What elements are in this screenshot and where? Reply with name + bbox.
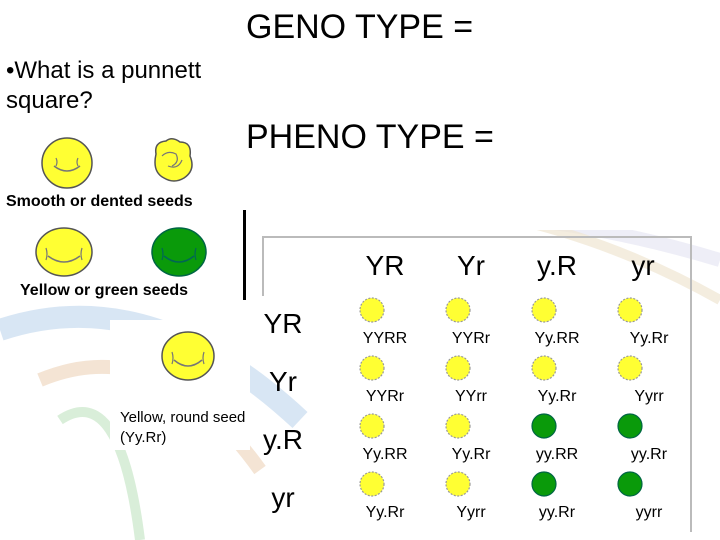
genotype-cell: Yy.Rr xyxy=(537,388,577,405)
genotype-cell: YYRR xyxy=(362,330,408,347)
green-seed-icon xyxy=(617,413,643,439)
genotype-cell: Yy.Rr xyxy=(365,504,405,521)
yellow-seed-icon xyxy=(359,471,385,497)
upper-left-panel xyxy=(0,40,240,210)
smooth-dented-caption: Smooth or dented seeds xyxy=(6,193,193,210)
genotype-cell: Yyrr xyxy=(634,388,664,405)
dented-seed-icon xyxy=(154,138,193,182)
genotype-cell: Yyrr xyxy=(456,504,486,521)
grid-top-border xyxy=(262,236,692,238)
yellow-seed-icon xyxy=(359,355,385,381)
yellow-seed-icon xyxy=(617,355,643,381)
genotype-cell: yy.Rr xyxy=(630,446,668,463)
smooth-seed-icon xyxy=(41,137,93,189)
phenotype-heading: PHENO TYPE = xyxy=(246,118,494,156)
genotype-cell: YYRr xyxy=(451,330,491,347)
yellow-green-caption: Yellow or green seeds xyxy=(20,282,189,299)
genotype-heading: GENO TYPE = xyxy=(246,8,474,46)
column-header: Yr xyxy=(457,250,485,281)
genotype-cell: yy.RR xyxy=(535,446,579,463)
row-header: Yr xyxy=(269,366,297,397)
yellow-seed-icon xyxy=(445,355,471,381)
grid-right-border xyxy=(690,236,692,532)
genotype-cell: Yy.RR xyxy=(534,330,580,347)
yellow-seed-icon xyxy=(359,297,385,323)
genotype-cell: yyrr xyxy=(635,504,663,521)
yellow-seed-icon xyxy=(359,413,385,439)
grid-left-border xyxy=(262,236,264,296)
column-header: YR xyxy=(365,250,405,281)
green-seed-icon xyxy=(531,413,557,439)
green-seed-icon xyxy=(151,227,207,277)
yellow-seed-icon xyxy=(445,413,471,439)
yellow-round-caption: Yellow, round seed (Yy.Rr) xyxy=(120,409,246,446)
question-text: •What is a punnett square? xyxy=(6,57,202,114)
yellow-seed-icon xyxy=(531,297,557,323)
genotype-cell: YYRr xyxy=(365,388,405,405)
green-seed-icon xyxy=(617,471,643,497)
green-seed-icon xyxy=(531,471,557,497)
divider-line xyxy=(243,210,246,300)
genotype-cell: Yy.RR xyxy=(362,446,408,463)
row-header: yr xyxy=(271,482,295,513)
column-header: y.R xyxy=(537,250,577,281)
column-header: yr xyxy=(631,250,655,281)
row-header: y.R xyxy=(263,424,303,455)
genotype-cell: Yy.Rr xyxy=(629,330,669,347)
title-panel xyxy=(240,0,720,230)
yellow-seed-icon xyxy=(531,355,557,381)
yellow-round-seed-icon xyxy=(161,331,215,381)
genotype-cell: YYrr xyxy=(455,388,487,405)
yellow-seed-icon xyxy=(445,297,471,323)
yellow-seed-icon xyxy=(617,297,643,323)
genotype-cell: yy.Rr xyxy=(538,504,576,521)
yellow-seed-icon xyxy=(445,471,471,497)
genotype-cell: Yy.Rr xyxy=(451,446,491,463)
yellow-seed-icon xyxy=(35,227,93,277)
row-header: YR xyxy=(263,308,303,339)
